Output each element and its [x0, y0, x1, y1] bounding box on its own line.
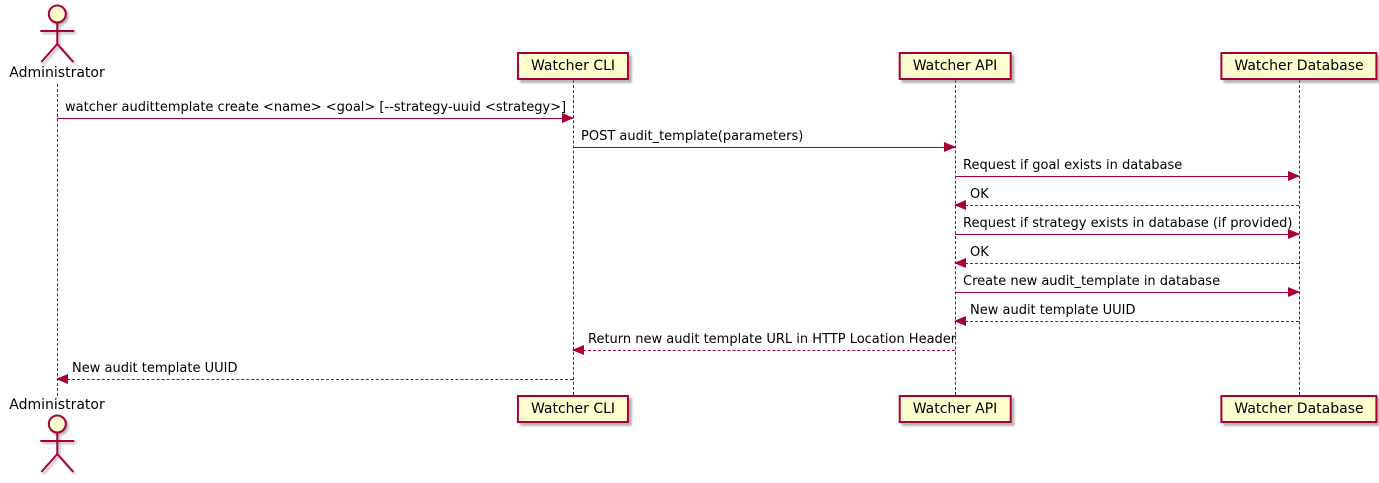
participant-watcher-api-bottom: Watcher API — [898, 395, 1012, 423]
message-6: OK — [954, 245, 1299, 268]
message-1-label: watcher audittemplate create <name> <goa… — [65, 100, 567, 115]
message-4: OK — [954, 187, 1299, 210]
message-7: Create new audit_template in database — [955, 274, 1300, 297]
arrowhead-icon — [1288, 171, 1300, 181]
message-7-label: Create new audit_template in database — [963, 274, 1221, 289]
arrowhead-icon — [954, 258, 966, 268]
lifeline-watcher-api — [955, 80, 956, 395]
message-8-label: New audit template UUID — [970, 303, 1136, 318]
message-5-label: Request if strategy exists in database (… — [963, 216, 1293, 231]
arrowhead-icon — [562, 113, 574, 123]
person-icon — [40, 414, 74, 473]
actor-label: Administrator — [9, 397, 105, 413]
participant-watcher-api-top: Watcher API — [898, 52, 1012, 80]
message-8: New audit template UUID — [954, 303, 1299, 326]
message-3-label: Request if goal exists in database — [963, 158, 1183, 173]
message-10: New audit template UUID — [56, 361, 573, 384]
person-icon — [40, 4, 74, 63]
lifeline-administrator — [57, 84, 58, 396]
participant-watcher-database-bottom: Watcher Database — [1220, 395, 1378, 423]
participant-watcher-cli-bottom: Watcher CLI — [516, 395, 630, 423]
message-6-label: OK — [970, 245, 989, 260]
actor-administrator-bottom: Administrator — [9, 396, 105, 474]
actor-administrator-top: Administrator — [9, 4, 105, 82]
message-9: Return new audit template URL in HTTP Lo… — [572, 332, 956, 355]
arrowhead-icon — [954, 316, 966, 326]
participant-watcher-database-top: Watcher Database — [1220, 52, 1378, 80]
message-2-label: POST audit_template(parameters) — [581, 129, 804, 144]
arrowhead-icon — [56, 374, 68, 384]
arrowhead-icon — [944, 142, 956, 152]
actor-label: Administrator — [9, 65, 105, 81]
message-4-label: OK — [970, 187, 989, 202]
message-1: watcher audittemplate create <name> <goa… — [57, 100, 574, 123]
arrowhead-icon — [954, 200, 966, 210]
participant-watcher-cli-top: Watcher CLI — [516, 52, 630, 80]
lifeline-watcher-cli — [573, 80, 574, 395]
arrowhead-icon — [1288, 229, 1300, 239]
arrowhead-icon — [1288, 287, 1300, 297]
message-5: Request if strategy exists in database (… — [955, 216, 1300, 239]
message-2: POST audit_template(parameters) — [573, 129, 956, 152]
arrowhead-icon — [572, 345, 584, 355]
message-10-label: New audit template UUID — [72, 361, 238, 376]
message-9-label: Return new audit template URL in HTTP Lo… — [588, 332, 957, 347]
message-3: Request if goal exists in database — [955, 158, 1300, 181]
